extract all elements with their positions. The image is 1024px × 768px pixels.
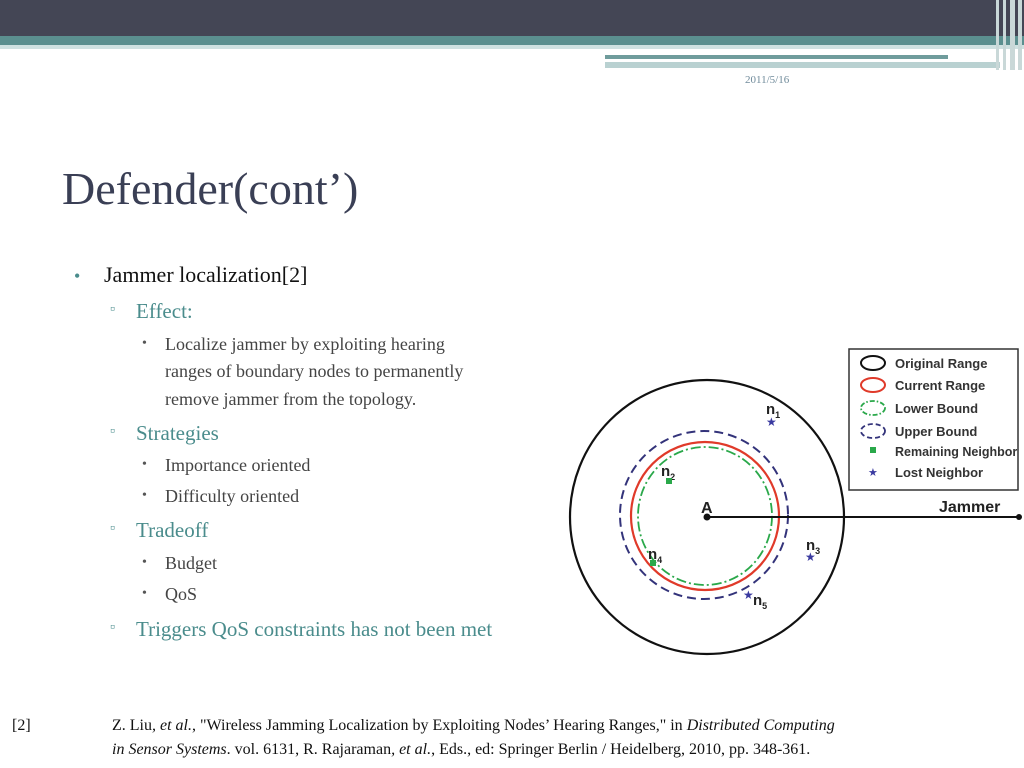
bullet-small-dot: • (142, 488, 147, 503)
header-vertical-stripes (994, 0, 1024, 70)
bullet-small-dot: • (142, 336, 147, 351)
bullet-budget: Budget (165, 553, 217, 573)
reference-line-1-run: Distributed Computing (686, 717, 835, 734)
bullet-dot: • (74, 266, 81, 286)
jammer-dot (1016, 514, 1022, 520)
header-bar (0, 0, 1024, 36)
bullet-importance-oriented: Importance oriented (165, 455, 311, 475)
bullet-square: ▫ (110, 620, 115, 635)
reference-line-1-run: , et al. (152, 717, 192, 734)
diagram-legend: Original Range Current Range Lower Bound… (848, 348, 1019, 491)
legend-original-range: Original Range (895, 356, 987, 371)
bullet-small-dot: • (142, 586, 147, 601)
node-n2-square (666, 478, 672, 484)
legend-upper-bound-symbol (860, 423, 886, 439)
reference-line-2-run: . vol. 6131, R. Rajaraman (226, 741, 392, 758)
legend-lower-bound: Lower Bound (895, 401, 978, 416)
legend-original-range-symbol (860, 355, 886, 371)
legend-current-range: Current Range (895, 378, 985, 393)
slide-title: Defender(cont’) (62, 163, 359, 214)
bullet-effect-desc-line2: ranges of boundary nodes to permanently (165, 361, 464, 381)
upper-bound-ellipse (619, 430, 789, 600)
jammer-localization-diagram: A Jammer n1 ★ n2 n3 ★ n4 ★ n5 Original R… (568, 348, 1022, 656)
reference-line-2-run: , et al. (391, 741, 432, 758)
node-n5-star: ★ (743, 588, 754, 602)
node-n4-label: n4 (648, 546, 662, 565)
header-light-stripe (0, 45, 1024, 49)
legend-lower-bound-symbol (860, 400, 886, 416)
bullet-effect: Effect: (136, 299, 193, 323)
bullet-tradeoff: Tradeoff (136, 518, 209, 542)
node-n3-label: n3 (806, 537, 820, 556)
bullet-small-dot: • (142, 457, 147, 472)
header-right-line (605, 55, 948, 59)
node-n3-star: ★ (805, 550, 816, 564)
node-a-dot (703, 513, 711, 521)
bullet-square: ▫ (110, 424, 115, 439)
bullet-square: ▫ (110, 302, 115, 317)
legend-lost-neighbor-symbol: ★ (868, 467, 878, 479)
header-right-line-light (605, 62, 1000, 68)
bullet-jammer-localization: Jammer localization[2] (104, 262, 308, 287)
legend-current-range-symbol (860, 377, 886, 393)
legend-upper-bound: Upper Bound (895, 424, 977, 439)
legend-remaining-neighbor-symbol (870, 447, 876, 453)
bullet-triggers-qos: Triggers QoS constraints has not been me… (136, 617, 493, 641)
reference-line-2-run: in Sensor Systems (112, 741, 227, 758)
reference-line-1-run: , "Wireless Jamming Localization by Expl… (192, 717, 687, 734)
node-n4-square (650, 560, 656, 566)
node-n1-label: n1 (766, 401, 780, 420)
reference-tag: [2] (12, 717, 31, 734)
node-n2-label: n2 (661, 463, 675, 482)
node-n5-label: n5 (753, 592, 767, 611)
reference-line-1-run: Z. Liu (112, 717, 152, 734)
reference-citation: Z. Liu, et al., "Wireless Jamming Locali… (112, 714, 1022, 762)
reference-line-1: Z. Liu, et al., "Wireless Jamming Locali… (112, 714, 1022, 738)
bullet-effect-desc-line3: remove jammer from the topology. (165, 389, 417, 409)
bullet-strategies: Strategies (136, 421, 219, 445)
jammer-label: Jammer (939, 499, 1000, 516)
legend-lost-neighbor: Lost Neighbor (895, 465, 983, 480)
reference-line-2: in Sensor Systems. vol. 6131, R. Rajaram… (112, 738, 1022, 762)
node-n1-star: ★ (766, 415, 777, 429)
bullet-qos: QoS (165, 584, 198, 604)
slide-date: 2011/5/16 (745, 74, 790, 86)
bullet-small-dot: • (142, 555, 147, 570)
bullet-square: ▫ (110, 521, 115, 536)
node-a-label: A (701, 500, 713, 517)
header-accent-stripe (0, 36, 1024, 45)
bullet-difficulty-oriented: Difficulty oriented (165, 486, 300, 506)
bullet-effect-desc-line1: Localize jammer by exploiting hearing (165, 334, 445, 354)
reference-line-2-run: , Eds., ed: Springer Berlin / Heidelberg… (431, 741, 811, 758)
legend-remaining-neighbor: Remaining Neighbor (895, 445, 1017, 459)
